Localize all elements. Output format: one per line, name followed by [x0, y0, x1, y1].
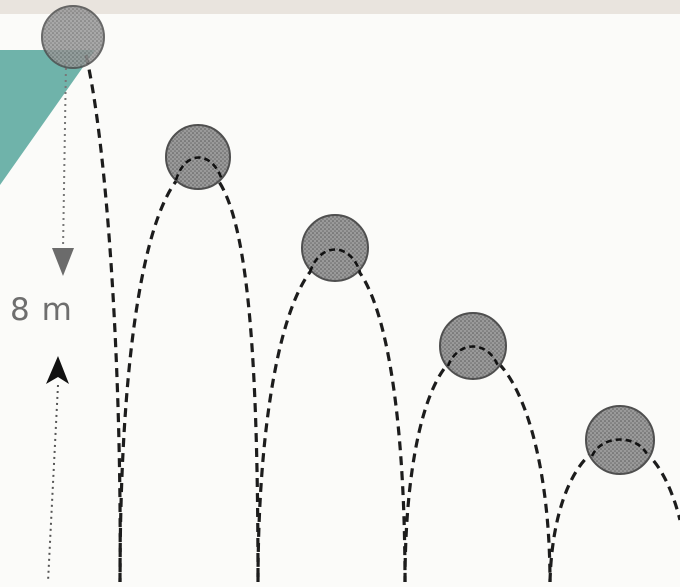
apex-mark-5 [590, 438, 650, 457]
bounce-arc-2 [256, 253, 407, 583]
up-arrow-icon [46, 356, 69, 384]
initial-fall-path [84, 54, 122, 583]
drop-dotted-line-bottom [47, 384, 59, 583]
drop-height-label: 8 m [10, 292, 73, 328]
bounce-arc-3 [403, 348, 552, 583]
apex-mark-2 [174, 156, 224, 181]
ball-1 [41, 5, 105, 69]
apex-mark-3 [308, 248, 362, 273]
down-arrow-icon [52, 248, 74, 276]
apex-mark-4 [446, 345, 500, 367]
apex-marks [174, 156, 650, 457]
teal-accent-shape [0, 50, 95, 185]
ball-3 [301, 214, 369, 282]
drop-dotted-line-top [62, 61, 67, 251]
bounce-arc-1 [118, 163, 260, 583]
